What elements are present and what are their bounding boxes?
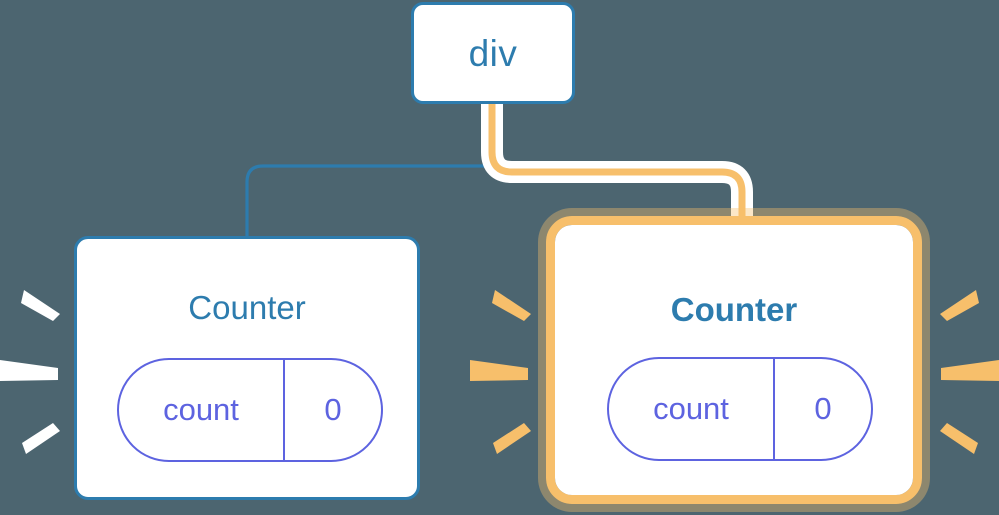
- state-key-label: count: [119, 360, 285, 460]
- burst-ray-icon: [470, 360, 528, 381]
- node-counter-right-highlight: Counter count 0: [546, 216, 922, 504]
- node-div[interactable]: div: [411, 2, 575, 104]
- state-value-label: 0: [324, 392, 342, 427]
- burst-ray-icon: [940, 290, 979, 321]
- burst-ray-icon: [0, 360, 58, 381]
- state-key-label: count: [609, 359, 775, 459]
- state-pill-right[interactable]: count 0: [607, 357, 873, 461]
- burst-ray-icon: [492, 290, 531, 321]
- edge-root-to-counter-right-halo: [481, 104, 753, 228]
- burst-ray-icon: [21, 290, 60, 321]
- burst-left-node-left-side: [0, 290, 60, 454]
- burst-ray-icon: [941, 360, 999, 381]
- node-counter-left[interactable]: Counter count 0: [74, 236, 420, 500]
- edge-root-to-counter-left: [245, 102, 494, 240]
- node-counter-left-title: Counter: [188, 289, 306, 326]
- state-pill-left[interactable]: count 0: [117, 358, 383, 462]
- edge-root-to-counter-right: [488, 104, 746, 228]
- node-div-label: div: [468, 32, 518, 74]
- burst-ray-icon: [940, 423, 978, 454]
- burst-ray-icon: [493, 423, 531, 454]
- node-counter-right-title: Counter: [670, 291, 798, 328]
- burst-right-node-left-side: [470, 290, 531, 454]
- burst-right-node-right-side: [940, 290, 999, 454]
- burst-ray-icon: [22, 423, 60, 454]
- node-counter-right[interactable]: Counter count 0: [555, 225, 913, 495]
- state-value-label: 0: [814, 391, 832, 426]
